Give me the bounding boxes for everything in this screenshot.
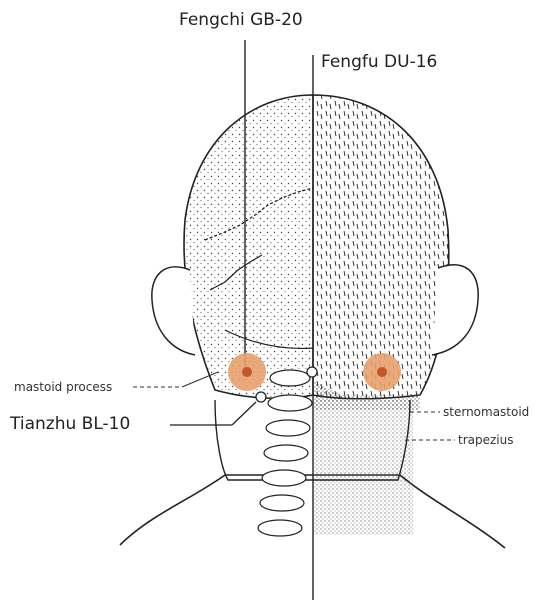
acupoint-center: [377, 367, 387, 377]
left-ear: [152, 267, 195, 355]
neck-shading-right: [313, 395, 413, 535]
fengfu-point: [307, 367, 317, 377]
mastoid-label: mastoid process: [14, 381, 112, 393]
trapezius-label: trapezius: [458, 434, 513, 446]
tianzhu-label: Tianzhu BL-10: [10, 416, 130, 433]
fengchi-label: Fengchi GB-20: [179, 12, 303, 29]
fengfu-label: Fengfu DU-16: [321, 54, 437, 71]
skull-left: [184, 95, 313, 398]
acupoint-center: [242, 367, 252, 377]
sternomastoid-label: sternomastoid: [443, 406, 529, 418]
right-ear: [432, 265, 478, 355]
tianzhu-point: [256, 392, 266, 402]
tianzhu-leader: [232, 402, 256, 425]
